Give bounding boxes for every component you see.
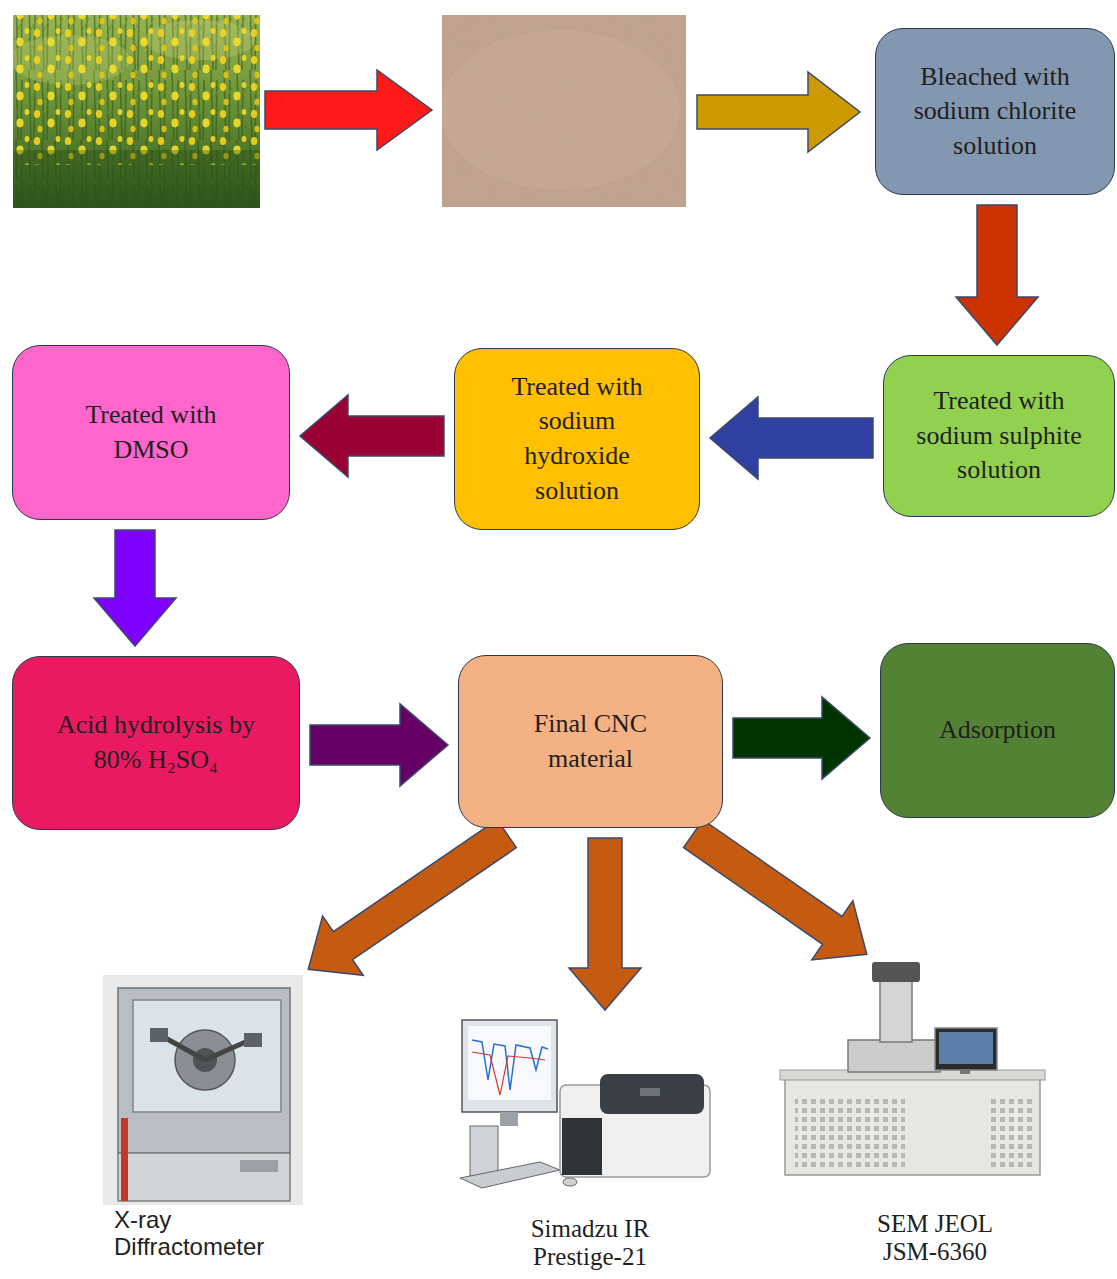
block-arrow [310, 704, 448, 786]
xrd-instrument-part [133, 1000, 281, 1112]
ir-spectrometer-part [562, 1118, 602, 1175]
sem-microscope [780, 962, 1045, 1175]
step-label: Treated with sodium hydroxide solution [490, 370, 665, 508]
sem-microscope-part [939, 1032, 993, 1064]
block-arrow [684, 820, 867, 960]
application-box: Adsorption [880, 643, 1115, 818]
powder-photo [442, 15, 686, 207]
plant-photo-part [13, 150, 260, 208]
ir-spectrometer-part [600, 1074, 704, 1114]
ir-spectrometer-part [563, 1178, 577, 1186]
xrd-instrument-part [150, 1028, 168, 1042]
xrd-instrument-part [121, 1118, 128, 1201]
step-label: Treated with DMSO [61, 398, 241, 467]
instrument-figure: X-ray Diffractometer [100, 975, 315, 1261]
process-box: Treated with sodium sulphite solution [883, 355, 1115, 517]
xrd-instrument [103, 975, 303, 1205]
powder-photo-part [442, 30, 680, 190]
ir-spectrometer-part [472, 1040, 548, 1090]
sem-microscope-part [990, 1095, 1032, 1167]
instrument-caption: Simadzu IR Prestige-21 [505, 1215, 675, 1271]
sem-microscope-part [880, 978, 912, 1042]
ir-spectrometer-part [470, 1126, 498, 1176]
flow-arrow [697, 72, 860, 152]
xrd-instrument-part [240, 1160, 278, 1172]
ir-spectrometer-part [500, 1112, 518, 1126]
block-arrow [956, 205, 1038, 345]
process-box: Bleached with sodium chlorite solution [875, 28, 1115, 195]
step-label: Bleached with sodium chlorite solution [895, 60, 1095, 164]
xrd-instrument-part [118, 988, 290, 1153]
step-label: Final CNC material [511, 707, 671, 776]
instrument-figure: SEM JEOL JSM-6360 [800, 960, 1070, 1266]
ir-spectrometer-part [640, 1088, 660, 1096]
flow-arrow-part [697, 72, 860, 152]
result-box: Final CNC material [458, 655, 723, 828]
plant-photo-part [13, 15, 260, 208]
sem-microscope-part [935, 1028, 997, 1070]
sem-microscope-part [872, 962, 920, 982]
block-arrow [308, 820, 516, 976]
plant-photo [13, 15, 260, 208]
sem-microscope-part [795, 1095, 905, 1167]
plant-photo-part [13, 15, 260, 165]
process-box: Treated with sodium hydroxide solution [454, 348, 700, 530]
ir-spectrometer-part [462, 1020, 557, 1112]
step-label: Treated with sodium sulphite solution [899, 384, 1099, 488]
process-box: Treated with DMSO [12, 345, 290, 520]
instrument-figure: Simadzu IR Prestige-21 [455, 1020, 725, 1271]
block-arrow [300, 395, 444, 477]
sem-microscope-part [960, 1070, 970, 1074]
step-label: Acid hydrolysis by 80% H₂SO₄ [41, 708, 271, 777]
flow-arrow-part [265, 70, 432, 150]
plant-photo-part [13, 15, 260, 208]
block-arrow [710, 397, 873, 479]
xrd-instrument-part [118, 1153, 290, 1201]
xrd-instrument-part [244, 1033, 262, 1047]
instrument-caption: SEM JEOL JSM-6360 [860, 1210, 1010, 1266]
xrd-instrument-part [160, 1035, 250, 1060]
ir-spectrometer [460, 1020, 710, 1188]
block-arrow [733, 697, 870, 779]
xrd-instrument-part [103, 975, 303, 1205]
sem-microscope-part [785, 1078, 1040, 1175]
instrument-caption: X-ray Diffractometer [114, 1207, 292, 1261]
ir-spectrometer-part [468, 1026, 551, 1100]
ir-spectrometer-part [460, 1162, 560, 1188]
block-arrow [94, 530, 176, 646]
ir-spectrometer-part [472, 1052, 545, 1095]
flow-arrow [265, 70, 432, 150]
process-box: Acid hydrolysis by 80% H₂SO₄ [12, 656, 300, 830]
sem-microscope-part [848, 1040, 940, 1072]
step-label: Adsorption [939, 713, 1056, 748]
block-arrow [569, 838, 641, 1010]
